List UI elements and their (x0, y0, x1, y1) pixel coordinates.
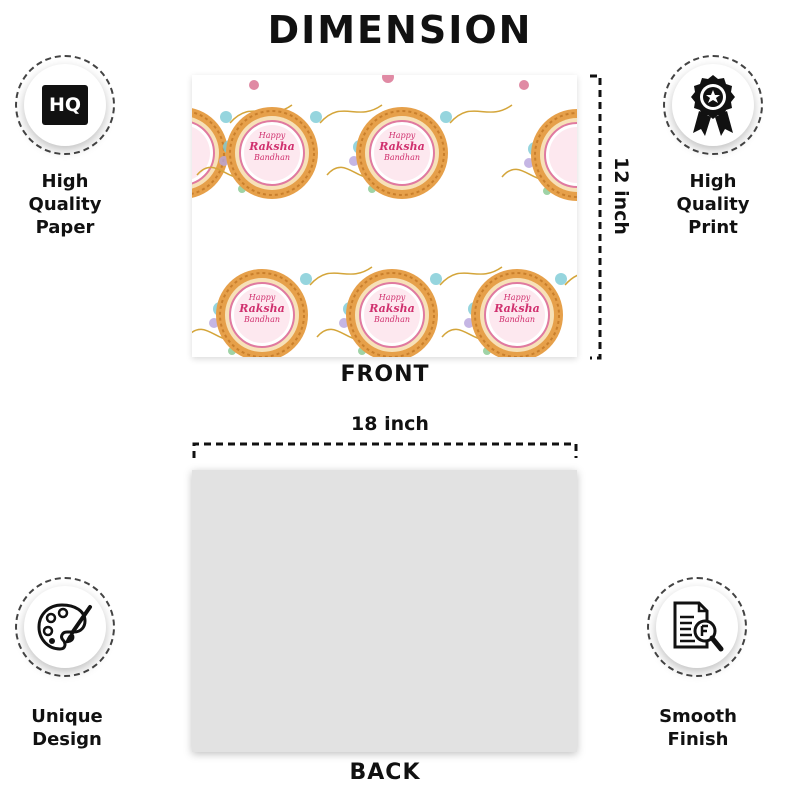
motif-line: Bandhan (384, 153, 420, 162)
label-line: Quality (676, 194, 750, 215)
motif-text: Happy Raksha Bandhan (237, 292, 287, 325)
back-card (192, 470, 577, 752)
back-caption: BACK (349, 760, 421, 785)
motif-line: Happy (503, 293, 531, 302)
label-line: High (689, 171, 737, 192)
motif-line: Bandhan (244, 315, 280, 324)
motif-line: Raksha (239, 302, 285, 315)
hq-icon: HQ (42, 85, 88, 125)
smooth-finish-label: Smooth Finish (628, 705, 768, 751)
unique-design-label: Unique Design (0, 705, 137, 751)
motif-line: Happy (378, 293, 406, 302)
document-search-icon (673, 601, 724, 652)
page-title: DIMENSION (267, 8, 533, 52)
rakhi-pattern (192, 75, 577, 357)
high-quality-print-label: High Quality Print (643, 170, 783, 239)
motif-text: Happy Raksha Bandhan (247, 130, 297, 163)
width-dimension-bracket (192, 442, 578, 458)
hq-icon-text: HQ (48, 94, 82, 116)
hq-badge: HQ (15, 55, 115, 155)
motif-line: Happy (388, 131, 416, 140)
motif-line: Raksha (369, 302, 415, 315)
front-caption: FRONT (340, 362, 430, 387)
label-line: Finish (667, 729, 729, 750)
label-line: Design (32, 729, 102, 750)
width-dimension-label: 18 inch (351, 413, 429, 435)
motif-line: Raksha (249, 140, 295, 153)
palette-badge (15, 577, 115, 677)
height-dimension-bracket (590, 74, 602, 360)
document-badge (647, 577, 747, 677)
label-line: Quality (28, 194, 102, 215)
motif-text: Happy Raksha Bandhan (377, 130, 427, 163)
label-line: Unique (31, 706, 103, 727)
label-line: Smooth (659, 706, 737, 727)
motif-line: Bandhan (499, 315, 535, 324)
motif-line: Raksha (379, 140, 425, 153)
award-badge (663, 55, 763, 155)
motif-text: Happy Raksha Bandhan (367, 292, 417, 325)
label-line: High (41, 171, 89, 192)
award-ribbon-icon (691, 75, 735, 136)
palette-icon (37, 603, 92, 651)
height-dimension-label: 12 inch (610, 157, 632, 235)
high-quality-paper-label: High Quality Paper (0, 170, 135, 239)
front-card: Happy Raksha Bandhan Happy Raksha Bandha… (192, 75, 577, 357)
motif-line: Bandhan (254, 153, 290, 162)
motif-line: Raksha (494, 302, 540, 315)
motif-line: Happy (258, 131, 286, 140)
motif-line: Bandhan (374, 315, 410, 324)
label-line: Print (688, 217, 738, 238)
motif-text: Happy Raksha Bandhan (492, 292, 542, 325)
label-line: Paper (35, 217, 95, 238)
motif-line: Happy (248, 293, 276, 302)
